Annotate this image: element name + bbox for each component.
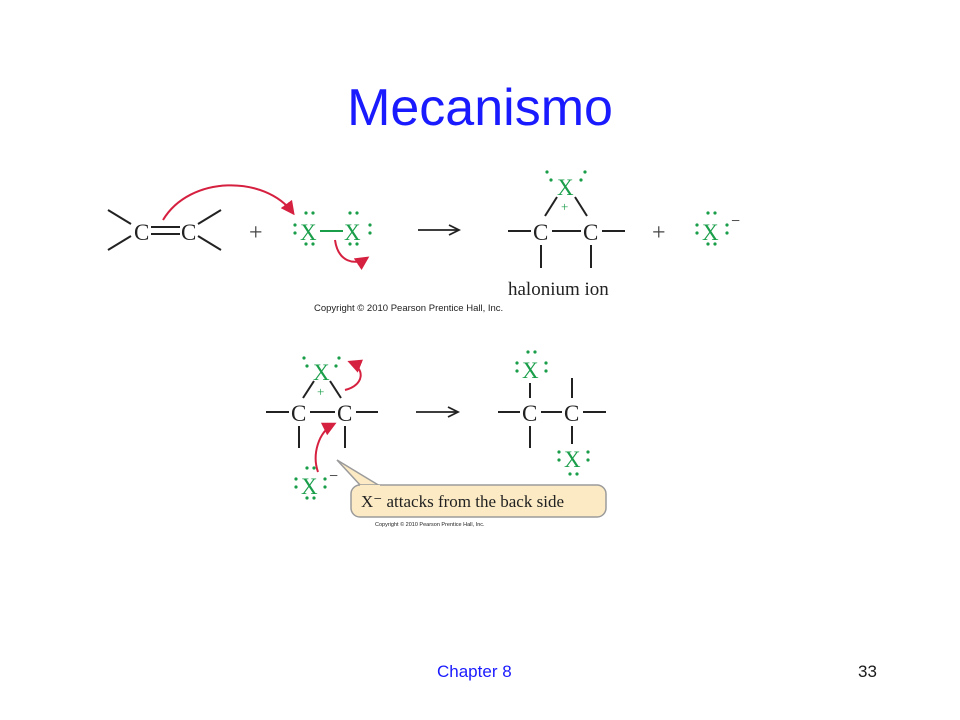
halonium-x: X	[557, 175, 574, 200]
halonium2-carbon-right: C	[337, 401, 352, 426]
curved-arrow-backside-attack	[314, 422, 337, 473]
reaction-arrow-2	[416, 406, 461, 418]
product-carbon-left: C	[522, 401, 537, 426]
halonium-carbon-right: C	[583, 220, 598, 245]
reaction-2: C C X + X − X	[266, 350, 607, 528]
vicinal-dihalide: C C X X	[498, 350, 606, 476]
halonium-ion-2: C C X +	[266, 356, 378, 448]
product-x-bottom: X	[564, 447, 581, 472]
halonium-carbon-left: C	[533, 220, 548, 245]
callout-text: X⁻ attacks from the back side	[361, 492, 564, 511]
alkene	[107, 209, 222, 251]
halide-charge-1: −	[731, 213, 740, 230]
halonium2-x: X	[313, 360, 330, 385]
halonium-ion-label: halonium ion	[508, 279, 609, 300]
halide-ion-1: X −	[695, 211, 740, 246]
halogen-x-left: X	[300, 220, 317, 245]
copyright-1: Copyright © 2010 Pearson Prentice Hall, …	[314, 303, 503, 314]
dihalogen	[293, 211, 372, 246]
halonium-ion: C C X + halonium ion	[508, 170, 625, 300]
halonium2-carbon-left: C	[291, 401, 306, 426]
plus-sign-1: +	[249, 220, 263, 246]
curved-arrow-pi-attack	[162, 184, 295, 221]
halide-x-1: X	[702, 220, 719, 245]
plus-sign-2: +	[652, 220, 666, 246]
nucleophile-charge: −	[329, 468, 338, 485]
page-number: 33	[858, 662, 877, 681]
curved-arrow-bond-to-halogen	[344, 359, 364, 391]
reaction-arrow-1	[418, 224, 462, 236]
halide-nucleophile: X −	[294, 466, 338, 500]
curved-arrow-bond-break	[334, 239, 370, 271]
reaction-1: C C + X X	[107, 170, 740, 314]
product-x-top: X	[522, 358, 539, 383]
slide-title: Mecanismo	[347, 79, 613, 137]
alkene-carbon-right: C	[181, 220, 196, 245]
halonium2-charge: +	[317, 384, 324, 399]
callout-bubble: X⁻ attacks from the back side	[336, 459, 607, 518]
copyright-2: Copyright © 2010 Pearson Prentice Hall, …	[375, 521, 485, 528]
nucleophile-x: X	[301, 474, 318, 499]
halonium-charge: +	[561, 199, 568, 214]
footer-chapter: Chapter 8	[437, 662, 512, 681]
halogen-x-right: X	[344, 220, 361, 245]
product-carbon-right: C	[564, 401, 579, 426]
alkene-carbon-left: C	[134, 220, 149, 245]
